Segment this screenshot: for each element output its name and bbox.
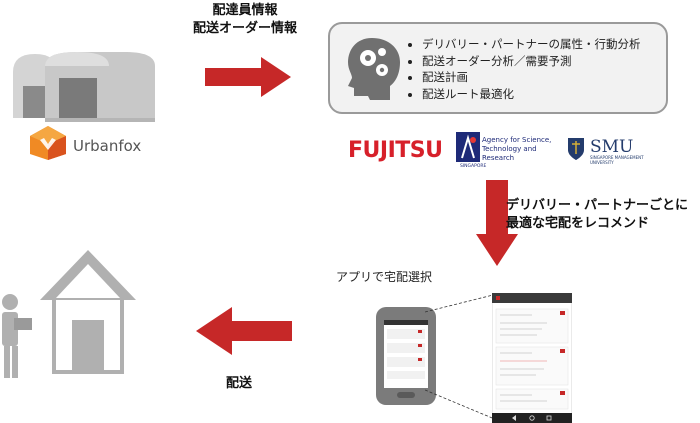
- app-select-label: アプリで宅配選択: [336, 270, 433, 284]
- astar-logo-text: Agency for Science, Technology and Resea…: [482, 136, 552, 162]
- analytics-list: デリバリー・パートナーの属性・行動分析 配送オーダー分析／需要予測 配送計画 配…: [408, 36, 641, 102]
- smu-logo-text: SMU: [590, 137, 634, 157]
- analytics-box: デリバリー・パートナーの属性・行動分析 配送オーダー分析／需要予測 配送計画 配…: [328, 22, 668, 114]
- arrow-left-icon: [196, 307, 292, 355]
- urbanfox-logo-icon: [30, 126, 66, 160]
- analytics-item: 配送計画: [422, 69, 641, 86]
- zoom-lines: [425, 293, 498, 421]
- recommend-label: デリバリー・パートナーごとに 最適な宅配をレコメンド: [506, 197, 688, 233]
- analytics-item: 配送オーダー分析／需要予測: [422, 53, 641, 70]
- courier-icon: [2, 294, 32, 378]
- app-screen-mockup: [492, 293, 572, 423]
- astar-logo-sub: SINGAPORE: [460, 164, 487, 169]
- smu-crest-icon: [568, 138, 584, 160]
- house-icon: [40, 250, 136, 374]
- recommend-line-2: 最適な宅配をレコメンド: [506, 216, 650, 231]
- warehouse-icon: [13, 52, 155, 122]
- info-label: 配達員情報 配送オーダー情報: [170, 2, 320, 38]
- info-label-line-2: 配送オーダー情報: [192, 21, 297, 36]
- info-label-line-1: 配達員情報: [212, 3, 278, 18]
- smu-logo-sub: SINGAPORE MANAGEMENT UNIVERSITY: [590, 155, 644, 165]
- fujitsu-logo: FUJITSU: [348, 138, 443, 163]
- brain-gears-icon: [348, 38, 400, 100]
- delivery-label: 配送: [226, 376, 253, 391]
- analytics-item: デリバリー・パートナーの属性・行動分析: [422, 36, 641, 53]
- analytics-item: 配送ルート最適化: [422, 86, 641, 103]
- arrow-down-icon: [476, 180, 518, 266]
- recommend-line-1: デリバリー・パートナーごとに: [506, 198, 689, 213]
- urbanfox-logo-text: Urbanfox: [73, 137, 142, 155]
- arrow-right-icon: [205, 57, 291, 97]
- astar-logo-icon: [456, 132, 480, 162]
- smartphone-icon: [376, 307, 436, 405]
